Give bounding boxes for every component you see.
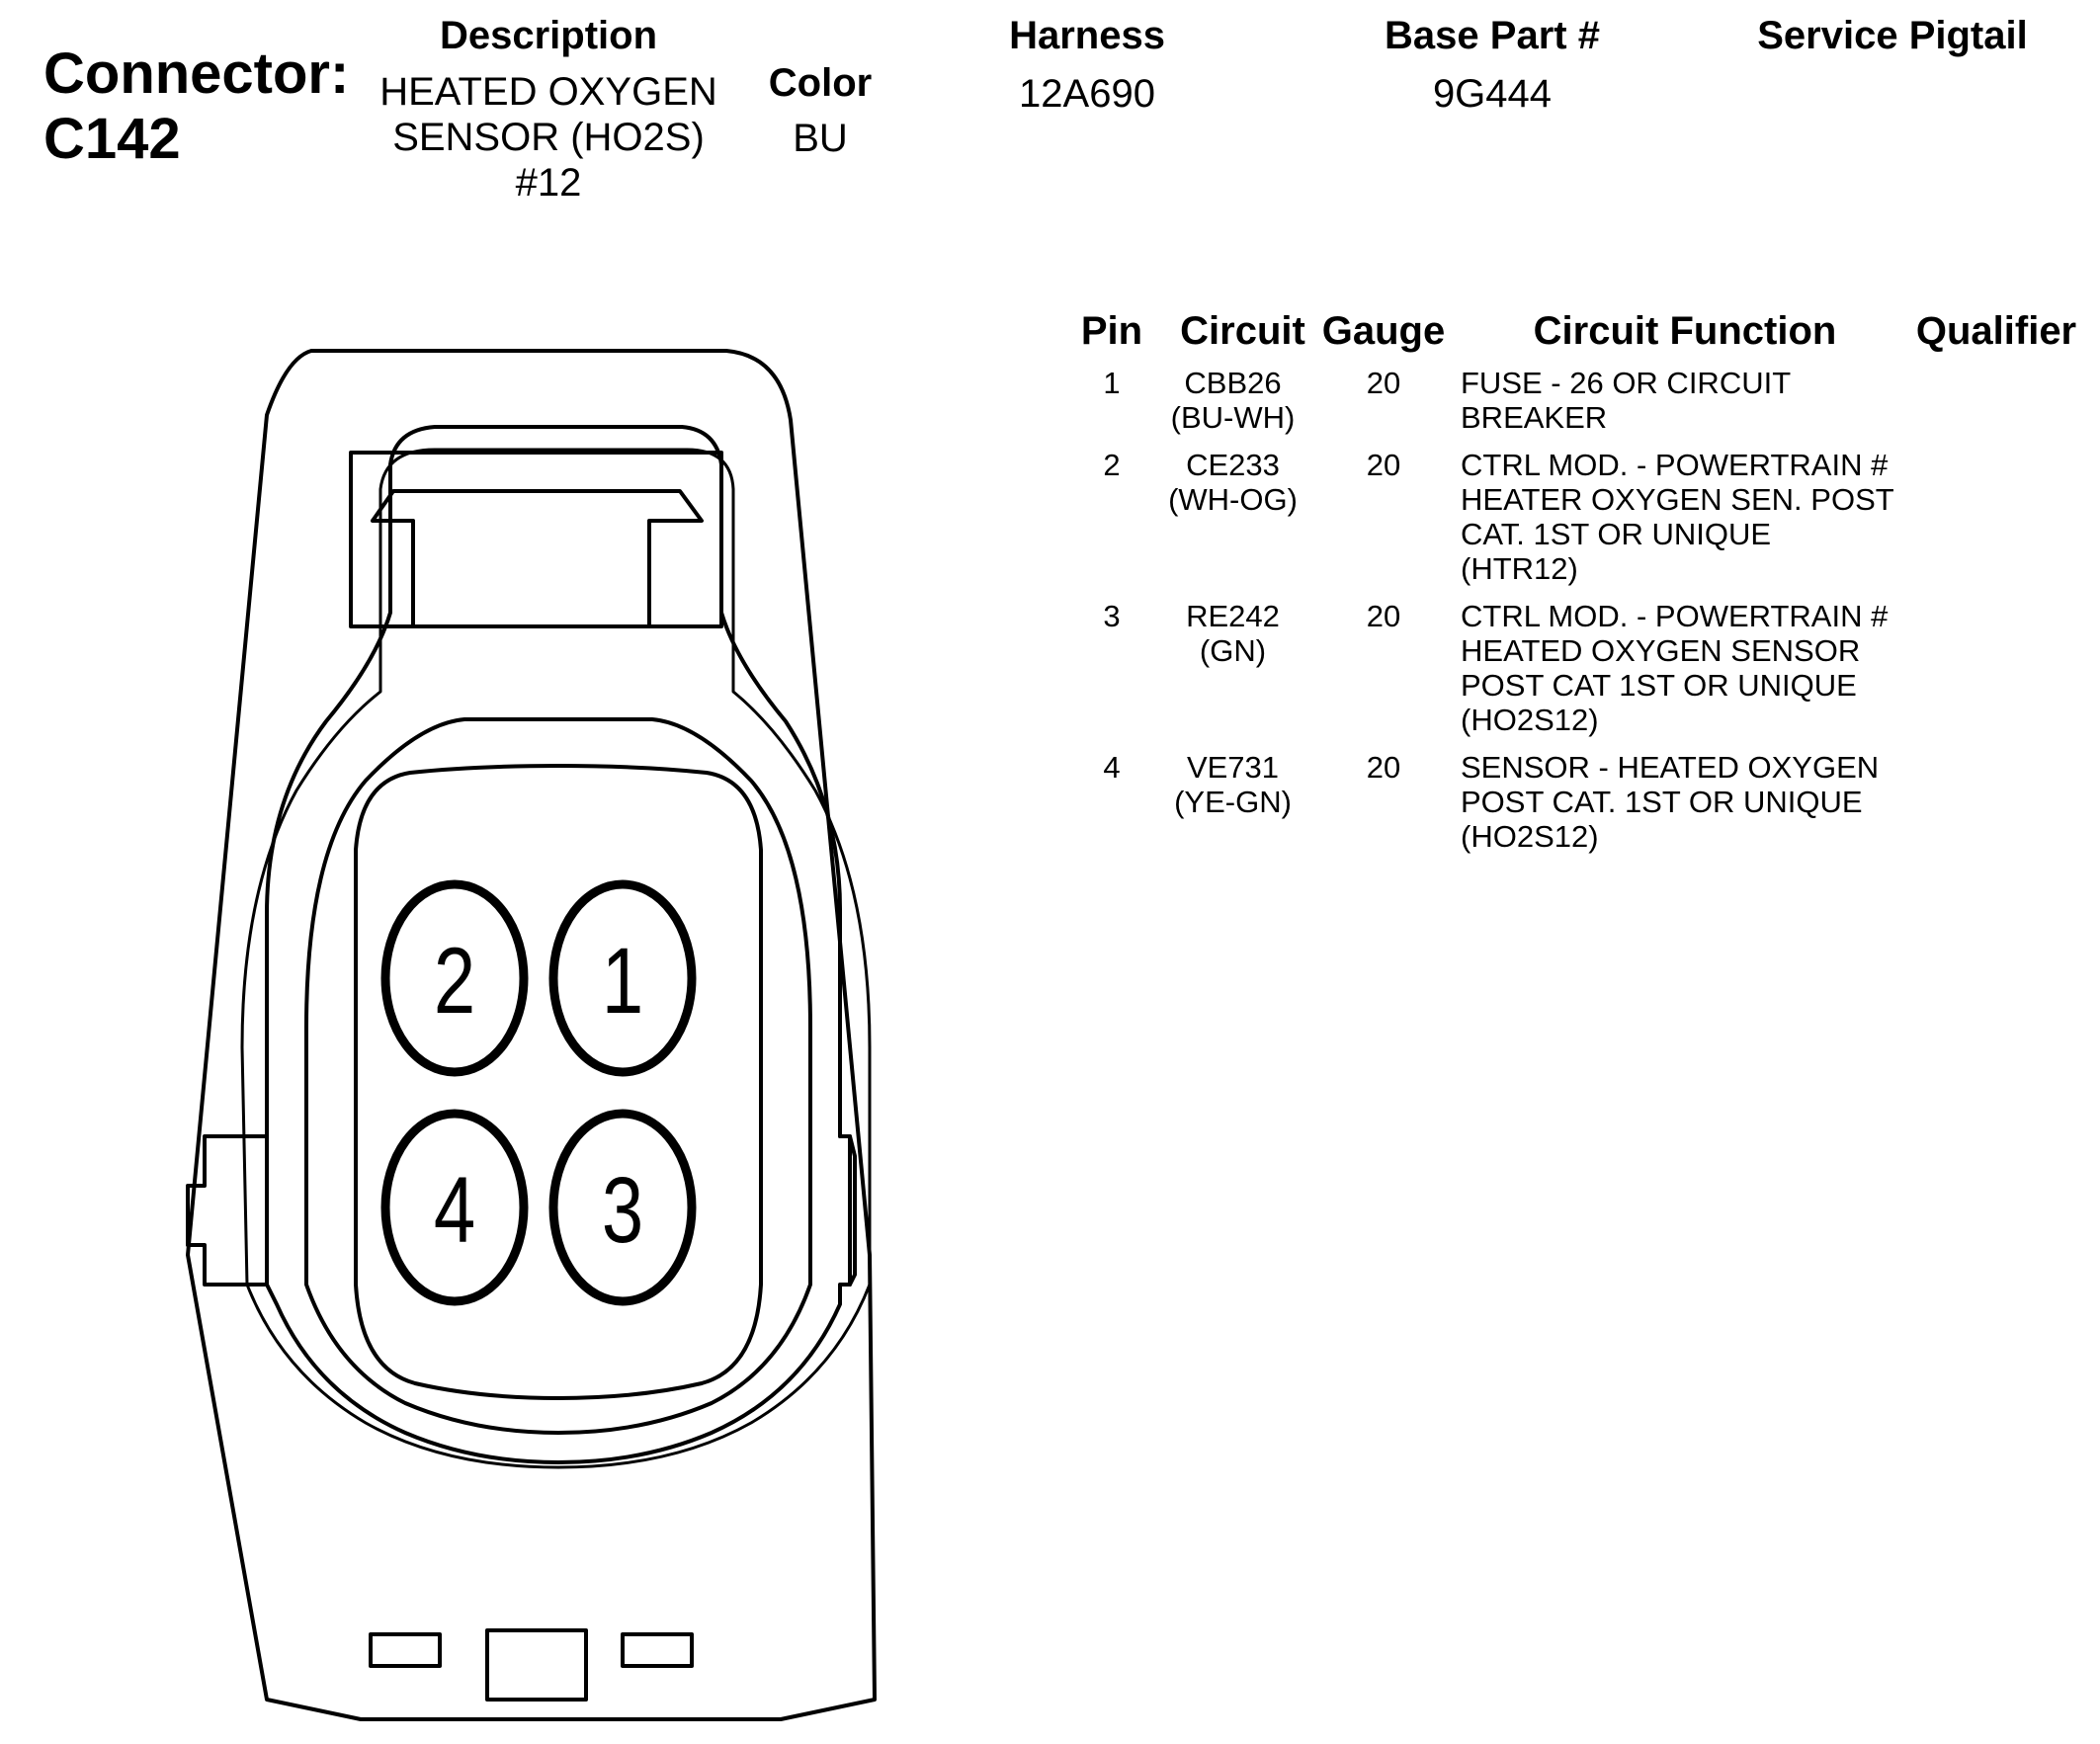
function-cell: SENSOR - HEATED OXYGEN POST CAT. 1ST OR … (1461, 750, 1925, 854)
function-line: FUSE - 26 OR CIRCUIT (1461, 366, 1792, 400)
function-line: CTRL MOD. - POWERTRAIN # (1461, 599, 1889, 633)
circuit-color: (YE-GN) (1174, 785, 1292, 819)
pin-number: 4 (1103, 750, 1121, 785)
pin-number: 2 (1103, 448, 1121, 482)
pin-cavity-3 (548, 1109, 697, 1306)
connector-id: C142 (43, 107, 181, 171)
harness-header: Harness (1009, 14, 1165, 57)
circuit-color: (BU-WH) (1170, 400, 1296, 435)
pin-cavity-2 (380, 879, 529, 1077)
description-line: SENSOR (HO2S) (392, 116, 705, 159)
function-line: CTRL MOD. - POWERTRAIN # (1461, 448, 1889, 482)
col-header-gauge: Gauge (1321, 309, 1446, 353)
base-part-header: Base Part # (1385, 14, 1600, 57)
description-line: HEATED OXYGEN (379, 70, 717, 114)
connector-face-diagram: 2 1 4 3 (186, 349, 877, 1721)
circuit-code: RE242 (1186, 599, 1280, 633)
gauge-cell: 20 (1366, 366, 1401, 400)
function-line: HEATED OXYGEN SENSOR (1461, 633, 1861, 668)
description-value: HEATED OXYGEN SENSOR (HO2S) #12 (351, 69, 746, 206)
function-line: (HTR12) (1461, 551, 1578, 586)
color-value: BU (793, 117, 848, 160)
circuit-cell: CBB26 (BU-WH) (1146, 366, 1319, 435)
circuit-color: (WH-OG) (1168, 482, 1298, 517)
service-pigtail-header: Service Pigtail (1757, 14, 2028, 57)
housing-outer-outline (186, 349, 877, 1721)
pin-label: 2 (434, 929, 475, 1034)
function-cell: FUSE - 26 OR CIRCUIT BREAKER (1461, 366, 1925, 435)
pin-label: 3 (602, 1158, 643, 1263)
col-header-pin: Pin (1080, 309, 1143, 353)
function-line: SENSOR - HEATED OXYGEN (1461, 750, 1880, 785)
col-header-circuit-function: Circuit Function (1533, 309, 1837, 353)
circuit-code: CBB26 (1184, 366, 1282, 400)
pin-cavity-4 (380, 1109, 529, 1306)
function-line: (HO2S12) (1461, 819, 1599, 854)
top-key-box (349, 451, 723, 628)
function-cell: CTRL MOD. - POWERTRAIN # HEATED OXYGEN S… (1461, 599, 1925, 737)
function-line: CAT. 1ST OR UNIQUE (1461, 517, 1772, 551)
function-line: BREAKER (1461, 400, 1608, 435)
function-line: (HO2S12) (1461, 703, 1599, 737)
color-header: Color (768, 61, 873, 105)
left-latch (186, 1134, 269, 1287)
pin-label: 4 (434, 1158, 475, 1263)
col-header-qualifier: Qualifier (1915, 309, 2077, 353)
function-cell: CTRL MOD. - POWERTRAIN # HEATER OXYGEN S… (1461, 448, 1925, 586)
bottom-slot-left (369, 1632, 442, 1668)
inner-cavity-outer (304, 717, 812, 1435)
bottom-slot-right (621, 1632, 694, 1668)
connector-label: Connector: (43, 42, 350, 106)
base-part-value: 9G444 (1432, 72, 1553, 116)
circuit-cell: RE242 (GN) (1146, 599, 1319, 668)
pin-number: 3 (1103, 599, 1121, 633)
pin-cavity-1 (548, 879, 697, 1077)
description-line: #12 (515, 161, 582, 205)
bottom-slot-center (485, 1628, 588, 1702)
function-line: HEATER OXYGEN SEN. POST (1461, 482, 1894, 517)
pin-field-outline (354, 764, 763, 1400)
circuit-cell: CE233 (WH-OG) (1146, 448, 1319, 517)
gauge-cell: 20 (1366, 599, 1401, 633)
col-header-circuit: Circuit (1180, 309, 1305, 353)
top-key-tab (371, 489, 704, 628)
description-header: Description (439, 14, 658, 57)
right-latch (838, 1134, 857, 1287)
pin-number: 1 (1103, 366, 1121, 400)
circuit-code: VE731 (1186, 750, 1280, 785)
circuit-code: CE233 (1186, 448, 1280, 482)
pin-label: 1 (602, 929, 643, 1034)
circuit-cell: VE731 (YE-GN) (1146, 750, 1319, 819)
harness-value: 12A690 (1019, 72, 1155, 116)
function-line: POST CAT. 1ST OR UNIQUE (1461, 785, 1863, 819)
function-line: POST CAT 1ST OR UNIQUE (1461, 668, 1857, 703)
gauge-cell: 20 (1366, 750, 1401, 785)
housing-third-outline (240, 448, 872, 1469)
gauge-cell: 20 (1366, 448, 1401, 482)
circuit-color: (GN) (1199, 633, 1267, 668)
